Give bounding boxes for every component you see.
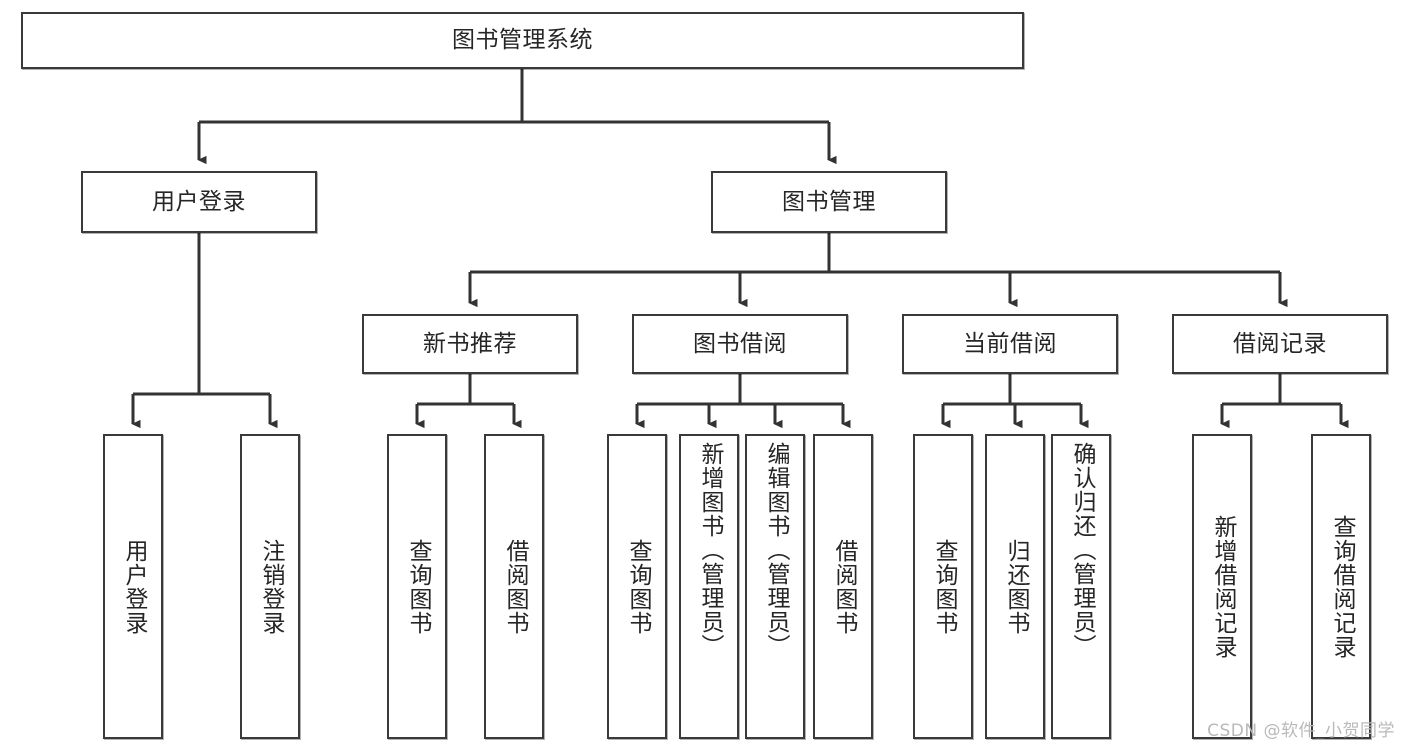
leaf-query-borrow-record-label: 查询借阅记录 <box>1328 514 1355 659</box>
node-book-management-label: 图书管理 <box>782 188 876 215</box>
leaf-add-borrow-record-label: 新增借阅记录 <box>1209 514 1236 659</box>
leaf-borrow-book-2-label: 借阅图书 <box>830 538 857 635</box>
leaf-query-book-1[interactable]: 查询图书 <box>387 434 447 739</box>
leaf-edit-book-admin[interactable]: 编辑图书（管理员） <box>745 434 805 739</box>
leaf-user-login[interactable]: 用户登录 <box>103 434 163 739</box>
leaf-borrow-book-1[interactable]: 借阅图书 <box>484 434 544 739</box>
node-book-borrow-label: 图书借阅 <box>693 330 787 357</box>
leaf-confirm-return-admin[interactable]: 确认归还（管理员） <box>1051 434 1111 739</box>
node-borrow-record[interactable]: 借阅记录 <box>1172 314 1388 374</box>
leaf-edit-book-admin-label: 编辑图书（管理员） <box>762 442 789 658</box>
node-current-borrow-label: 当前借阅 <box>963 330 1057 357</box>
leaf-borrow-book-1-label: 借阅图书 <box>501 538 528 635</box>
leaf-borrow-book-2[interactable]: 借阅图书 <box>813 434 873 739</box>
node-book-management[interactable]: 图书管理 <box>711 171 947 233</box>
leaf-add-borrow-record[interactable]: 新增借阅记录 <box>1192 434 1252 739</box>
leaf-logout-label: 注销登录 <box>257 538 284 635</box>
watermark-text: CSDN @软件_小贺同学 <box>1207 721 1395 741</box>
leaf-confirm-return-admin-label: 确认归还（管理员） <box>1068 442 1095 658</box>
node-current-borrow[interactable]: 当前借阅 <box>902 314 1118 374</box>
node-book-borrow[interactable]: 图书借阅 <box>632 314 848 374</box>
node-root[interactable]: 图书管理系统 <box>21 12 1024 69</box>
node-borrow-record-label: 借阅记录 <box>1233 330 1327 357</box>
node-user-login-label: 用户登录 <box>152 188 246 215</box>
leaf-query-borrow-record[interactable]: 查询借阅记录 <box>1311 434 1371 739</box>
leaf-return-book[interactable]: 归还图书 <box>985 434 1045 739</box>
leaf-query-book-3[interactable]: 查询图书 <box>913 434 973 739</box>
leaf-query-book-2-label: 查询图书 <box>624 538 651 635</box>
leaf-query-book-2[interactable]: 查询图书 <box>607 434 667 739</box>
leaf-user-login-label: 用户登录 <box>120 538 147 635</box>
leaf-add-book-admin-label: 新增图书（管理员） <box>696 442 723 658</box>
leaf-query-book-3-label: 查询图书 <box>930 538 957 635</box>
leaf-add-book-admin[interactable]: 新增图书（管理员） <box>679 434 739 739</box>
node-root-label: 图书管理系统 <box>452 27 593 54</box>
node-new-book-recommend-label: 新书推荐 <box>423 330 517 357</box>
node-new-book-recommend[interactable]: 新书推荐 <box>362 314 578 374</box>
leaf-logout[interactable]: 注销登录 <box>240 434 300 739</box>
leaf-query-book-1-label: 查询图书 <box>404 538 431 635</box>
node-user-login[interactable]: 用户登录 <box>81 171 317 233</box>
leaf-return-book-label: 归还图书 <box>1002 538 1029 635</box>
